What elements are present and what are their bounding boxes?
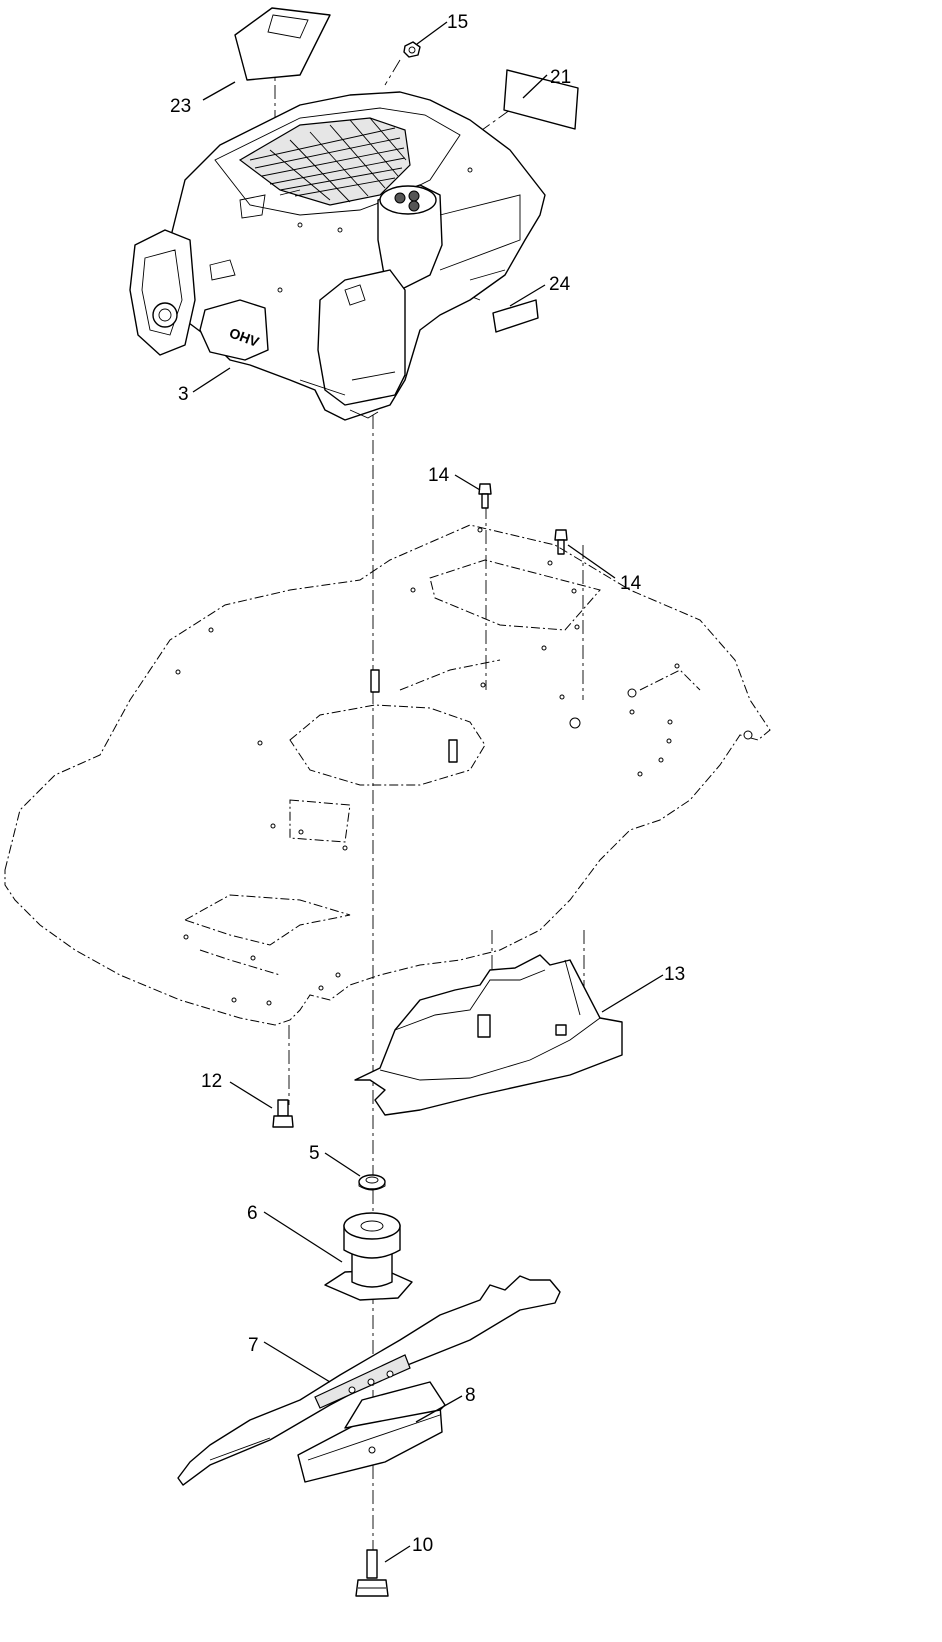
callout-7: 7	[248, 1335, 259, 1356]
callout-21: 21	[550, 67, 571, 88]
decal-23	[234, 7, 331, 81]
deck-holes	[175, 527, 753, 1006]
callout-8: 8	[465, 1385, 476, 1406]
callout-labels: 23 15 21 24 3 14 14 13 12 5 6 7 8 10	[170, 12, 685, 1556]
bolt-14-left	[478, 483, 492, 509]
callout-13: 13	[664, 964, 685, 985]
baffle-13	[354, 954, 623, 1116]
engine-3: OHV	[129, 91, 546, 421]
callout-10: 10	[412, 1535, 433, 1556]
leader-lines	[192, 21, 664, 1563]
callout-14-left: 14	[428, 465, 450, 486]
washer-5	[358, 1174, 386, 1191]
callout-24: 24	[549, 274, 571, 295]
callout-23: 23	[170, 96, 191, 117]
blade-adapter-6	[324, 1212, 413, 1301]
bolt-10	[355, 1549, 389, 1597]
callout-6: 6	[247, 1203, 258, 1224]
callout-5: 5	[309, 1143, 320, 1164]
callout-14-right: 14	[620, 573, 642, 594]
blade-7	[177, 1275, 561, 1486]
callout-15: 15	[447, 12, 468, 33]
decal-24	[492, 299, 539, 333]
bolt-12	[272, 1099, 294, 1128]
blade-plate-8	[297, 1381, 446, 1483]
callout-12: 12	[201, 1071, 222, 1092]
decal-21	[503, 69, 579, 130]
bolt-14-right	[554, 529, 568, 555]
mower-deck	[4, 524, 771, 1026]
nut-15	[403, 41, 421, 58]
callout-3: 3	[178, 384, 189, 405]
